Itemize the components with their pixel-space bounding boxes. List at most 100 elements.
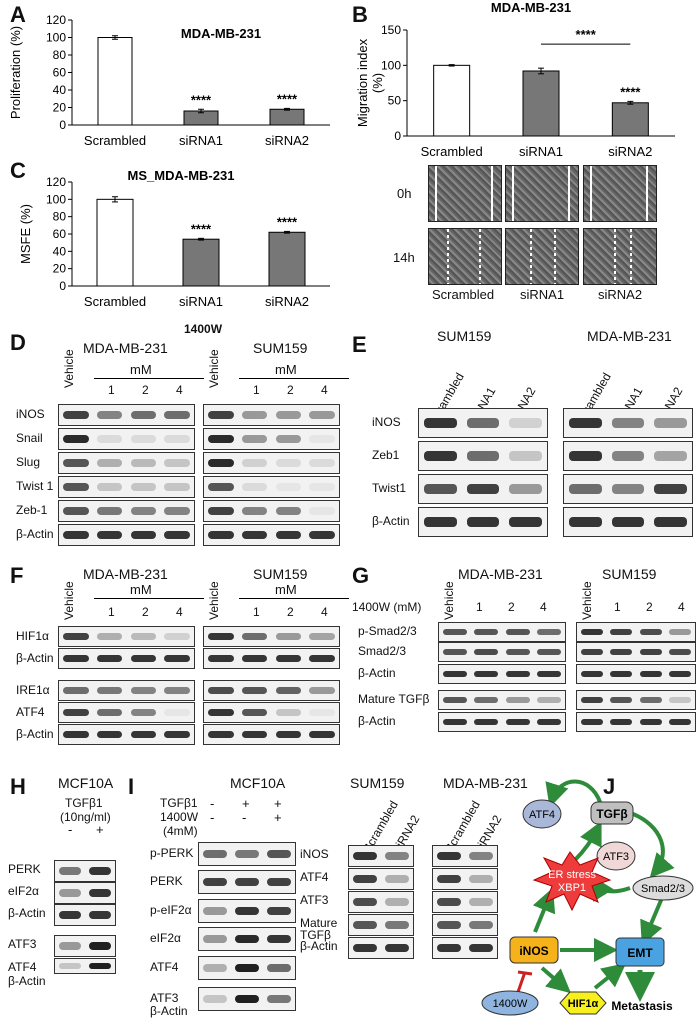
- migration-col-scrambled: Scrambled: [432, 287, 495, 302]
- h-line-mcf10a: MCF10A: [58, 775, 114, 791]
- panel-label-g: G: [352, 563, 370, 588]
- scratch-edge: [554, 229, 556, 284]
- blot-row-label: β-Actin: [150, 1004, 188, 1018]
- y-tick-label: 100: [46, 192, 66, 206]
- x-tick-label: siRNA2: [265, 294, 309, 309]
- band: [474, 696, 499, 704]
- band: [610, 670, 633, 678]
- band: [241, 411, 268, 419]
- band: [88, 867, 112, 875]
- migration-image: [428, 165, 502, 222]
- node-emt-label: EMT: [627, 946, 653, 960]
- blot-row-label: PERK: [150, 874, 183, 888]
- lane-vehicle: Vehicle: [207, 349, 221, 388]
- lane-vehicle: Vehicle: [580, 581, 594, 620]
- band: [130, 709, 157, 716]
- band: [208, 731, 234, 738]
- x-tick-label: Scrambled: [421, 144, 483, 159]
- dose-label: 4: [176, 605, 183, 619]
- band: [639, 670, 662, 678]
- band: [58, 942, 82, 950]
- band: [208, 655, 234, 662]
- bracket-significance: ****: [576, 27, 597, 42]
- band: [654, 417, 687, 429]
- bar-sirna1: [182, 238, 220, 287]
- f-line-sum159: SUM159: [253, 566, 308, 582]
- band: [352, 921, 378, 929]
- y-tick-label: 60: [53, 66, 67, 80]
- panel-label-b: B: [352, 2, 368, 27]
- node-er-stress: [532, 851, 612, 912]
- dose-label: 2: [142, 605, 149, 619]
- y-tick-label: 120: [46, 13, 66, 27]
- blot-strip-mda: [58, 500, 195, 522]
- band: [234, 964, 260, 972]
- band: [436, 944, 462, 952]
- band: [63, 687, 89, 694]
- node-atf4-label: ATF4: [529, 809, 555, 821]
- band: [164, 435, 190, 443]
- blot-strip-sum159: [418, 408, 548, 438]
- band: [63, 483, 89, 491]
- band: [275, 507, 302, 515]
- band: [424, 483, 457, 495]
- band: [130, 507, 157, 515]
- band: [96, 655, 123, 662]
- band: [468, 875, 494, 883]
- dose-label: 4: [678, 600, 685, 614]
- panel-label-f: F: [10, 563, 24, 588]
- blot-row-label: β-Actin: [16, 527, 54, 541]
- pathway-diagram: ATF4 TGFβ ATF3 ER stress XBP1 Smad2/3 iN…: [481, 779, 694, 1016]
- dose-label: 2: [142, 383, 149, 397]
- band: [537, 648, 562, 656]
- blot-strip-mda: [58, 626, 195, 647]
- band: [63, 709, 89, 716]
- band: [309, 633, 335, 640]
- treatment-sign: +: [242, 796, 250, 811]
- node-hif1a-label: HIF1α: [568, 998, 599, 1010]
- dose-label: 2: [287, 383, 294, 397]
- band: [275, 435, 302, 443]
- band: [639, 628, 662, 636]
- y-tick-label: 80: [53, 48, 67, 62]
- band: [164, 731, 190, 738]
- band: [352, 898, 378, 906]
- band: [130, 531, 157, 539]
- blot-strip-sum159: [576, 690, 696, 710]
- blot-row-label: IRE1α: [16, 683, 50, 697]
- band: [130, 655, 157, 662]
- d-line-mda: MDA-MB-231: [83, 340, 168, 356]
- bar-sirna2: [269, 108, 305, 126]
- band: [309, 709, 335, 716]
- blot-strip-mda: [563, 507, 693, 537]
- dose-label: 4: [321, 605, 328, 619]
- band: [466, 417, 500, 429]
- arrow-tgfb-to-atf4: [545, 779, 602, 808]
- blot-row-label: Mature: [300, 916, 338, 930]
- band: [241, 507, 268, 515]
- band: [266, 850, 292, 858]
- band: [130, 687, 157, 694]
- band: [208, 507, 234, 515]
- blot-strip-sum159: [348, 914, 414, 936]
- band: [275, 411, 302, 419]
- blot-strip-sum159: [348, 937, 414, 959]
- blot-strip: [54, 860, 116, 882]
- blot-row-label: TGFβ: [300, 928, 331, 942]
- blot-strip-mda: [58, 404, 195, 426]
- band: [234, 850, 260, 858]
- blot-strip-mda: [438, 622, 566, 642]
- band: [208, 411, 234, 419]
- blot-strip: [54, 935, 116, 957]
- band: [639, 718, 662, 726]
- blot-row-label: β-Actin: [300, 939, 338, 953]
- h-treatment: TGFβ1: [65, 796, 103, 810]
- blot-strip: [198, 899, 296, 923]
- band: [505, 648, 530, 656]
- i2-line-mda: MDA-MB-231: [443, 775, 528, 791]
- y-axis-label-line: (%): [370, 73, 385, 93]
- blot-row-label: ATF3: [8, 937, 37, 951]
- blot-strip-mda: [432, 891, 498, 913]
- blot-strip-mda: [438, 642, 566, 662]
